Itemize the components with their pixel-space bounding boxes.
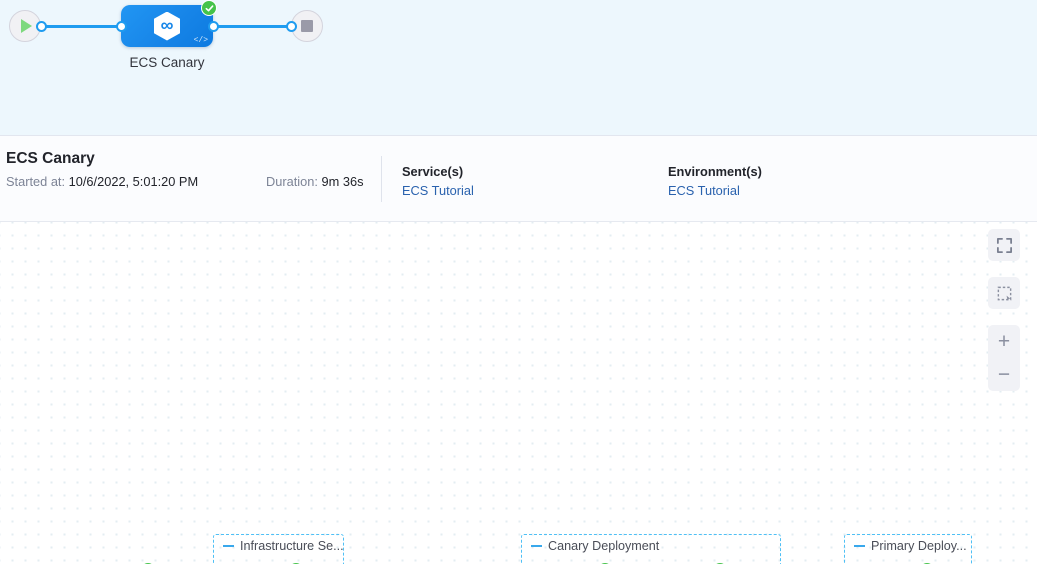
info-divider — [381, 156, 382, 202]
started-at: Started at: 10/6/2022, 5:01:20 PM — [6, 174, 198, 189]
link-canary-to-end — [213, 25, 291, 28]
pipeline-node-label: ECS Canary — [100, 55, 234, 70]
canary-input-port[interactable] — [116, 21, 127, 32]
services-link[interactable]: ECS Tutorial — [402, 183, 474, 198]
select-area-button[interactable] — [988, 277, 1020, 309]
stop-square-icon — [301, 20, 313, 32]
duration-label: Duration — [266, 174, 314, 189]
group-infrastructure-section[interactable]: Infrastructure Se... — [213, 534, 344, 564]
group-label-text: Infrastructure Se... — [240, 539, 344, 553]
started-at-value: 10/6/2022, 5:01:20 PM — [69, 174, 199, 189]
start-output-port[interactable] — [36, 21, 47, 32]
environments-link[interactable]: ECS Tutorial — [668, 183, 762, 198]
duration-value: 9m 36s — [322, 174, 364, 189]
harness-infinity-icon: ∞ — [154, 12, 180, 41]
pipeline-overview-banner: ∞ </> ECS Canary — [0, 0, 1037, 136]
end-input-port[interactable] — [286, 21, 297, 32]
group-label-text: Canary Deployment — [548, 539, 659, 553]
zoom-controls[interactable]: + − — [988, 325, 1020, 391]
group-canary-deployment[interactable]: Canary Deployment — [521, 534, 781, 564]
zoom-out-button[interactable]: − — [988, 358, 1020, 391]
page-title: ECS Canary — [6, 150, 95, 168]
zoom-in-button[interactable]: + — [988, 325, 1020, 358]
dashed-square-icon — [996, 285, 1013, 302]
status-badge-success — [201, 0, 217, 16]
services-heading: Service(s) — [402, 164, 474, 179]
fullscreen-button[interactable] — [988, 229, 1020, 261]
execution-graph-canvas[interactable]: Infrastructure Se... Canary Deployment P… — [0, 222, 1037, 564]
canary-output-port[interactable] — [208, 21, 219, 32]
code-glyph-icon: </> — [194, 36, 208, 45]
play-icon — [21, 19, 32, 33]
environments-heading: Environment(s) — [668, 164, 762, 179]
group-label-text: Primary Deploy... — [871, 539, 967, 553]
group-collapse-icon[interactable] — [854, 545, 865, 547]
group-collapse-icon[interactable] — [223, 545, 234, 547]
environments-column: Environment(s) ECS Tutorial — [668, 164, 762, 198]
mini-pipeline-graph: ∞ </> ECS Canary — [0, 0, 1037, 100]
fullscreen-icon — [996, 237, 1013, 254]
services-column: Service(s) ECS Tutorial — [402, 164, 474, 198]
execution-info-bar: ECS Canary Started at: 10/6/2022, 5:01:2… — [0, 136, 1037, 222]
pipeline-node-ecs-canary[interactable]: ∞ </> — [121, 5, 213, 47]
duration: Duration: 9m 36s — [266, 174, 363, 189]
group-collapse-icon[interactable] — [531, 545, 542, 547]
link-start-to-canary — [41, 25, 121, 28]
started-at-label: Started at — [6, 174, 62, 189]
group-primary-deployment[interactable]: Primary Deploy... — [844, 534, 972, 564]
